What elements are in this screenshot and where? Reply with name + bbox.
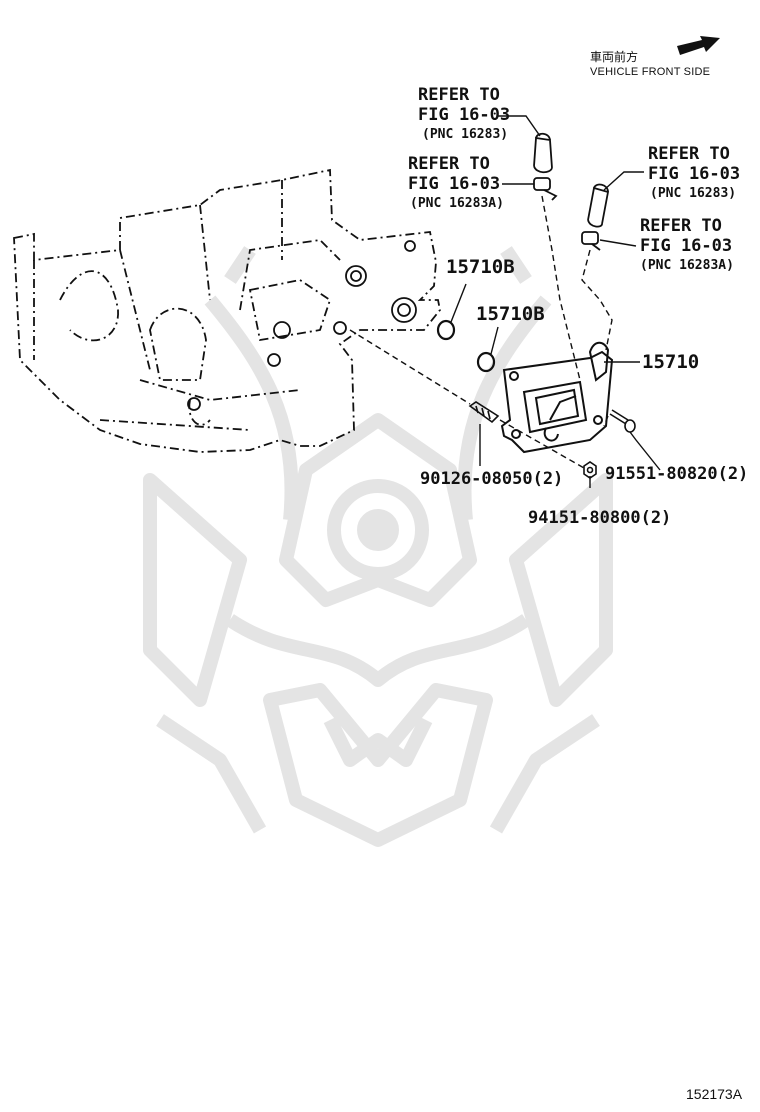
callout-line-2: FIG 16-03 (418, 105, 511, 125)
figure-id: 152173A (686, 1086, 743, 1102)
oil-cooler-shape (500, 341, 614, 454)
nut-shape (583, 461, 597, 479)
samurai-helmet-watermark (143, 246, 613, 847)
callout-line-1: REFER TO (640, 216, 722, 236)
orientation-jp: 車両前方 (590, 50, 639, 64)
callout-line-3: (PNC 16283) (650, 186, 737, 201)
assembly-guide-lines (349, 195, 613, 469)
part-label-oil-cooler: 15710 (642, 351, 700, 373)
part-label-bolt: 91551-80820(2) (605, 464, 749, 484)
callout-line-3: (PNC 16283) (422, 127, 509, 142)
clamp-right (581, 231, 601, 251)
oring-upper (436, 319, 456, 341)
part-label-stud: 90126-08050(2) (420, 469, 564, 489)
callout-line-2: FIG 16-03 (648, 164, 741, 184)
stud-shape (468, 401, 500, 424)
hose-left (533, 132, 553, 174)
callout-line-1: REFER TO (408, 154, 490, 174)
callout-line-1: REFER TO (418, 85, 500, 105)
callout-line-1: REFER TO (648, 144, 730, 164)
hose-right (587, 183, 610, 228)
callout-line-3: (PNC 16283A) (410, 196, 504, 211)
leader-lines (479, 115, 661, 488)
bolt-shape (609, 409, 636, 433)
engine-block-phantom (13, 168, 441, 453)
orientation-en: VEHICLE FRONT SIDE (590, 66, 711, 78)
arrow-right-icon (677, 36, 720, 55)
part-label-oring-upper: 15710B (446, 256, 515, 278)
callout-line-3: (PNC 16283A) (640, 258, 734, 273)
part-label-oring-lower: 15710B (476, 303, 545, 325)
part-label-nut: 94151-80800(2) (528, 508, 672, 528)
callout-line-2: FIG 16-03 (640, 236, 733, 256)
engine-block-ports (187, 240, 417, 411)
oring-lower (476, 351, 496, 373)
callout-line-2: FIG 16-03 (408, 174, 501, 194)
clamp-left (533, 177, 558, 201)
